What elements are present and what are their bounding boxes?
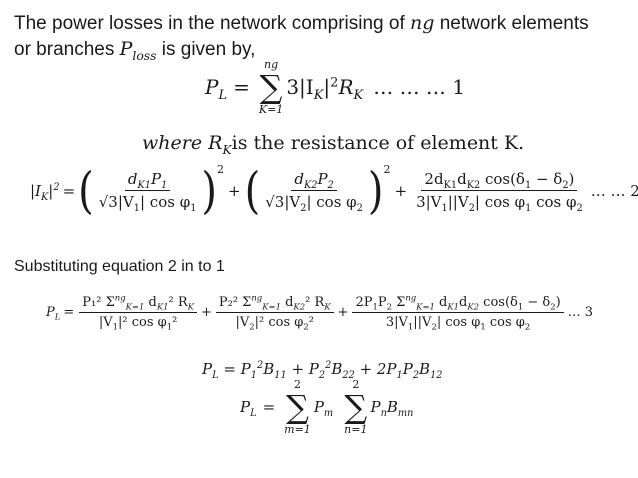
eq2-fraction-1: dK1P1 √3|V1| cos φ1 xyxy=(98,170,197,214)
equation-3: PL = P₁² ΣngK=1 dK1² RK |V1|² cos φ1² + … xyxy=(46,292,594,332)
eq3-lhs: PL xyxy=(46,305,61,322)
eq5-summation-n: 2 ∑ n=1 xyxy=(344,378,368,436)
eq2-number: … … 2 xyxy=(590,181,638,200)
eq1-term: 3|IK|2RK xyxy=(286,75,364,103)
r-k-symbol: RK xyxy=(208,132,232,157)
intro-line-2-a: or branches xyxy=(14,39,120,60)
equation-5: PL = 2 ∑ m=1 Pm 2 ∑ n=1 PnBmn xyxy=(240,378,414,436)
eq5-pn-bmn: PnBmn xyxy=(370,398,414,419)
substituting-text: Substituting equation 2 in to 1 xyxy=(14,258,225,275)
eq5-lhs: PL xyxy=(240,398,257,419)
eq5-summation-m: 2 ∑ m=1 xyxy=(284,378,311,436)
eq1-equals: = xyxy=(233,75,250,99)
where-line: where RKis the resistance of element K. xyxy=(142,132,525,157)
eq1-summation: ng ∑ K=1 xyxy=(258,58,284,116)
intro-line-1-a: The power losses in the network comprisi… xyxy=(14,13,411,34)
intro-ng: ng xyxy=(410,12,435,34)
eq2-lhs: |IK|2 xyxy=(30,181,60,203)
where-word: where xyxy=(142,132,209,154)
equation-4: PL = P12B11 + P22B22 + 2P1P2B12 xyxy=(202,360,443,381)
equation-1: PL = ng ∑ K=1 3|IK|2RK … … … 1 xyxy=(205,58,465,116)
eq1-lhs: PL xyxy=(205,75,228,103)
p-loss-symbol: Ploss xyxy=(119,38,157,63)
intro-line-2-b: is given by, xyxy=(156,39,256,60)
eq2-fraction-3: 2dK1dK2 cos(δ1 − δ2) 3|V1||V2| cos φ1 co… xyxy=(416,170,583,214)
equation-2: |IK|2 = ( dK1P1 √3|V1| cos φ1 )2 + ( dK2… xyxy=(30,161,638,220)
eq2-fraction-2: dK2P2 √3|V2| cos φ2 xyxy=(265,170,363,214)
intro-line-2: or branches Ploss is given by, xyxy=(14,38,256,63)
where-rest: is the resistance of element K. xyxy=(231,132,525,154)
eq5-pm: Pm xyxy=(313,398,334,419)
intro-line-1: The power losses in the network comprisi… xyxy=(14,12,589,35)
eq1-number: … … … 1 xyxy=(373,75,466,99)
eq3-fraction-1: P₁² ΣngK=1 dK1² RK |V1|² cos φ1² xyxy=(79,293,197,331)
eq3-number: … 3 xyxy=(567,305,594,320)
eq3-fraction-2: P₂² ΣngK=1 dK2² RK |V2|² cos φ2² xyxy=(215,293,334,331)
intro-line-1-b: network elements xyxy=(434,13,589,34)
eq3-fraction-3: 2P1P2 ΣngK=1 dK1dK2 cos(δ1 − δ2) 3|V1||V… xyxy=(352,293,564,331)
